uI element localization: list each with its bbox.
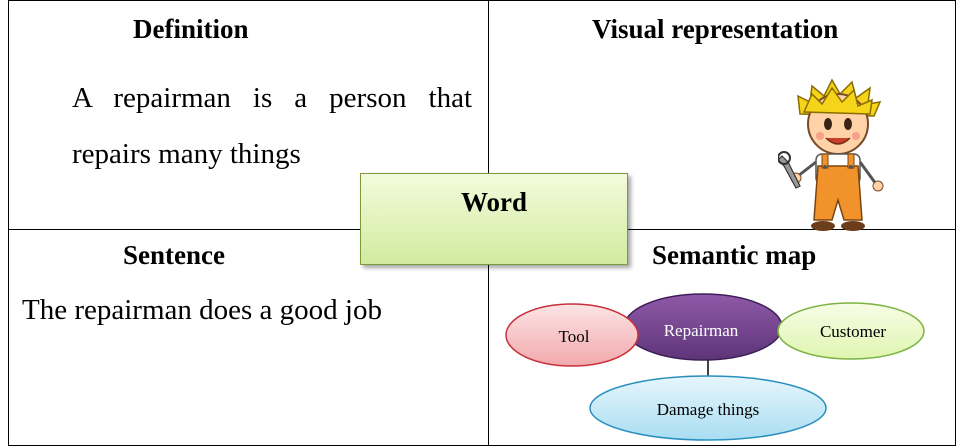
sentence-title: Sentence — [123, 240, 225, 270]
node-customer — [777, 302, 925, 360]
node-tool — [505, 303, 639, 367]
frayer-model-table — [8, 0, 956, 446]
definition-title: Definition — [133, 14, 249, 44]
node-tool-label: Tool — [559, 327, 590, 346]
sentence-text: The repairman does a good job — [22, 294, 382, 326]
definition-text: A repairman is a person that repairs man… — [72, 82, 472, 170]
semantic-map-diagram: Tool Repairman Customer Damage things — [505, 293, 925, 441]
node-damage-things — [589, 375, 827, 441]
node-damage-label: Damage things — [657, 400, 759, 419]
word-label: Word — [460, 187, 527, 217]
node-repairman-label: Repairman — [664, 321, 739, 340]
visual-representation-title: Visual representation — [592, 14, 839, 44]
repairman-cartoon-icon — [778, 78, 884, 231]
node-customer-label: Customer — [820, 322, 886, 341]
semantic-map-title: Semantic map — [652, 240, 817, 270]
word-box: Word — [360, 173, 628, 265]
